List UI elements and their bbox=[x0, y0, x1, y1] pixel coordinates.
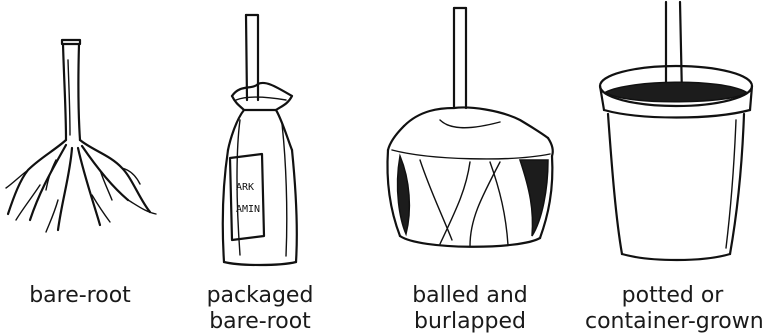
label-balled-and-burlapped-line-1: balled and bbox=[395, 283, 545, 309]
label-packaged-bare-root-line-1: packaged bbox=[190, 283, 330, 309]
label-potted-container-grown-line-2: container-grown bbox=[585, 309, 760, 335]
label-balled-and-burlapped: balled and burlapped bbox=[395, 283, 545, 335]
packaged-bare-root-drawing: ARK AMIN bbox=[223, 15, 297, 265]
balled-and-burlapped-drawing bbox=[388, 8, 553, 247]
label-packaged-bare-root-line-2: bare-root bbox=[190, 309, 330, 335]
label-potted-container-grown-line-1: potted or bbox=[585, 283, 760, 309]
potted-container-grown-drawing bbox=[600, 2, 752, 260]
label-packaged-bare-root: packaged bare-root bbox=[190, 283, 330, 335]
label-bare-root-line-1: bare-root bbox=[5, 283, 155, 309]
label-bare-root: bare-root bbox=[5, 283, 155, 309]
label-potted-container-grown: potted or container-grown bbox=[585, 283, 760, 335]
bag-scribble-line-2: AMIN bbox=[236, 204, 260, 215]
label-balled-and-burlapped-line-2: burlapped bbox=[395, 309, 545, 335]
bag-scribble-line-1: ARK bbox=[236, 182, 254, 193]
bare-root-tree-drawing bbox=[6, 40, 156, 232]
